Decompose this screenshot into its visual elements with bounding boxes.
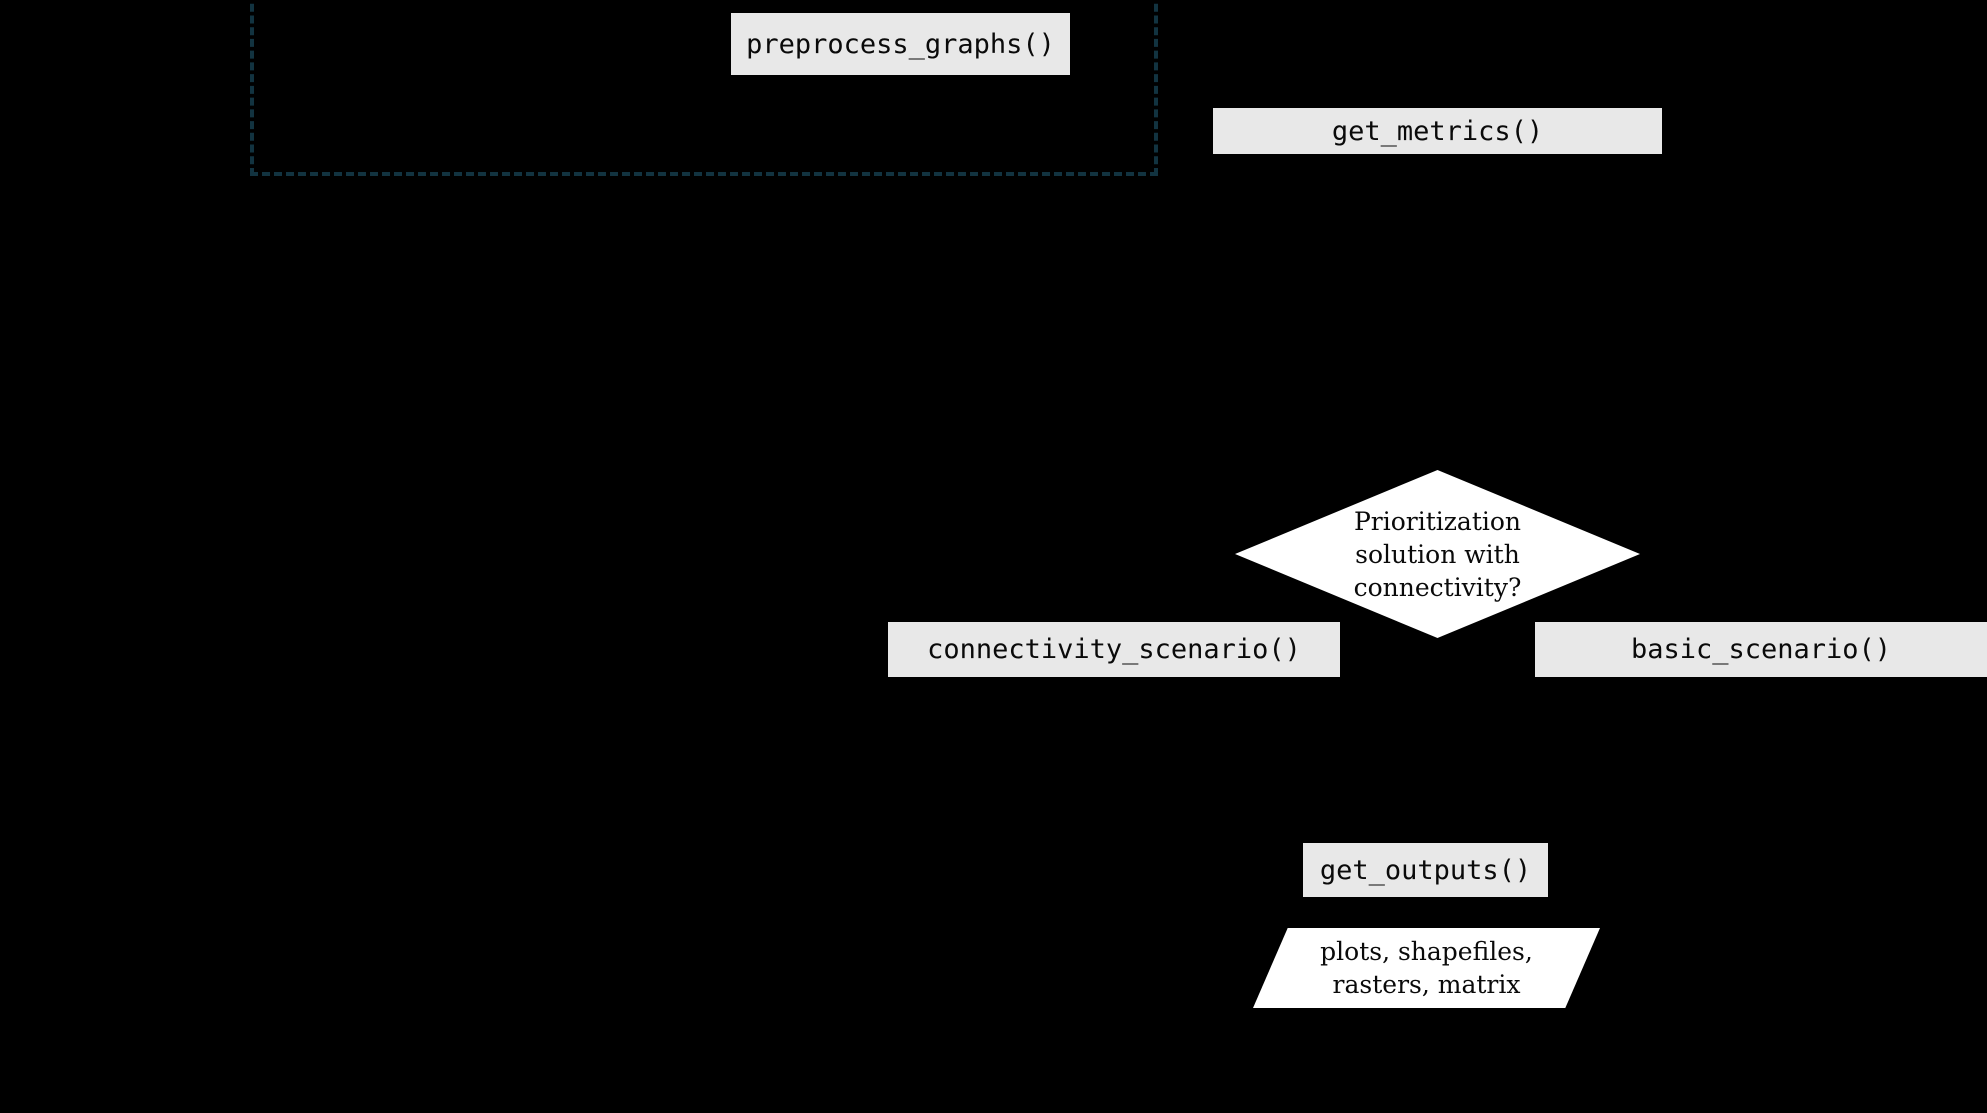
node-get-outputs-label: get_outputs(): [1319, 854, 1532, 886]
node-preprocess-graphs[interactable]: preprocess_graphs(): [731, 13, 1070, 75]
node-prioritization-decision[interactable]: Prioritization solution with connectivit…: [1235, 470, 1640, 638]
node-connectivity-scenario[interactable]: connectivity_scenario(): [888, 622, 1340, 677]
node-connectivity-scenario-label: connectivity_scenario(): [927, 634, 1301, 665]
node-preprocess-graphs-label: preprocess_graphs(): [746, 28, 1055, 60]
node-get-metrics-label: get_metrics(): [1331, 115, 1544, 147]
node-get-outputs[interactable]: get_outputs(): [1303, 843, 1548, 897]
decision-diamond-shape: [1235, 470, 1640, 638]
node-get-metrics[interactable]: get_metrics(): [1213, 108, 1662, 154]
node-basic-scenario-label: basic_scenario(): [1630, 634, 1892, 665]
preprocessing-group-region: [250, 0, 1158, 176]
data-parallelogram-shape: [1253, 928, 1600, 1008]
node-outputs-data[interactable]: plots, shapefiles, rasters, matrix: [1253, 928, 1600, 1008]
node-basic-scenario[interactable]: basic_scenario(): [1535, 622, 1987, 677]
